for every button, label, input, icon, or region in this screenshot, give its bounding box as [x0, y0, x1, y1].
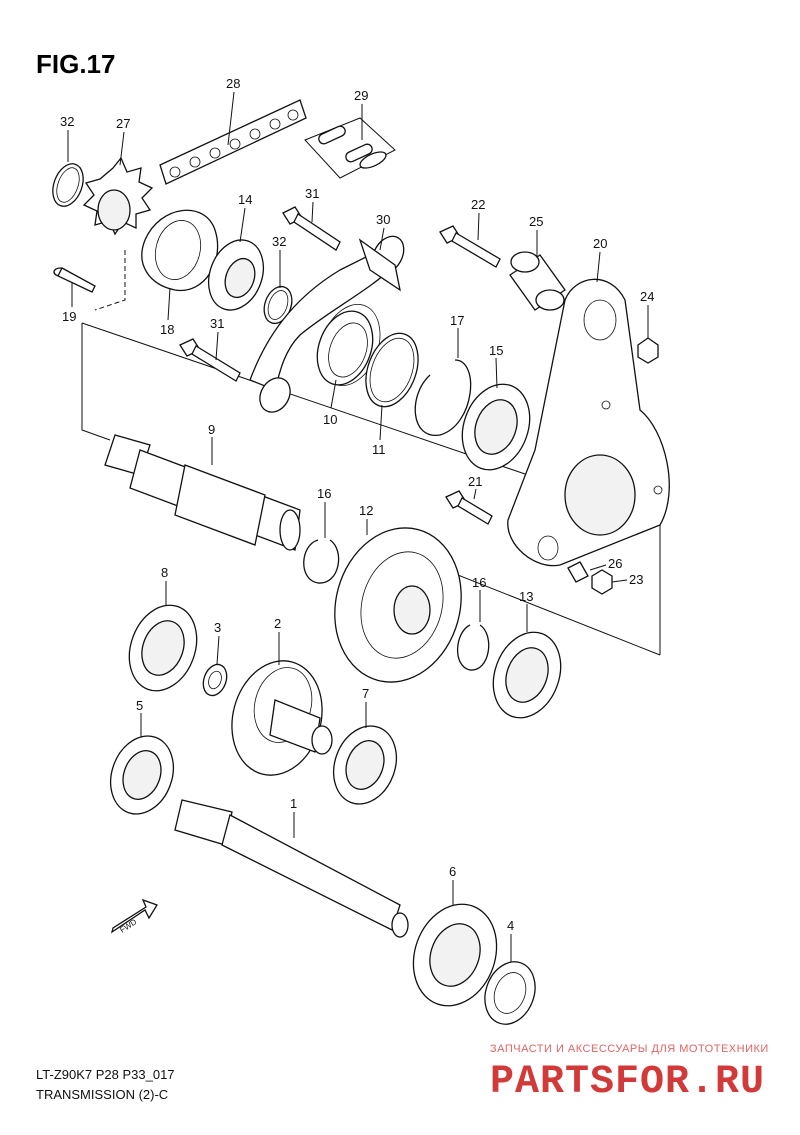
ball-bearing-part — [461, 383, 531, 471]
snap-ring-part — [414, 359, 472, 436]
countershaft-part — [104, 434, 301, 551]
callout-2: 2 — [274, 616, 281, 631]
section-title: TRANSMISSION (2)-C — [36, 1087, 168, 1102]
arm-bracket-part — [249, 235, 405, 413]
callout-1: 1 — [290, 796, 297, 811]
callout-25: 25 — [529, 214, 543, 229]
callout-7: 7 — [362, 686, 369, 701]
ball-bearing-part-4 — [333, 725, 397, 805]
callout-12: 12 — [359, 503, 373, 518]
bearing-ring-part — [316, 310, 374, 386]
o-ring-part — [365, 332, 419, 408]
callout-20: 20 — [593, 236, 607, 251]
chain-joint-part — [304, 117, 396, 179]
callout-32b: 32 — [272, 234, 286, 249]
figure-title: FIG.17 — [36, 49, 115, 79]
callout-18: 18 — [160, 322, 174, 337]
ball-bearing-part-5 — [110, 735, 174, 815]
circlip-part — [52, 163, 84, 207]
callout-3: 3 — [214, 620, 221, 635]
spacer-part — [567, 561, 589, 583]
gear-part — [231, 660, 333, 776]
ball-bearing-part-3 — [128, 604, 198, 692]
ball-bearing-part-2 — [492, 631, 562, 719]
collar-part — [509, 251, 566, 311]
oil-seal-part-2 — [484, 961, 536, 1025]
nut-part-2 — [591, 569, 613, 595]
nut-part — [637, 337, 659, 364]
callout-21: 21 — [468, 474, 482, 489]
sprocket-part — [82, 156, 154, 236]
callout-31b: 31 — [210, 316, 224, 331]
callout-6: 6 — [449, 864, 456, 879]
callout-11: 11 — [372, 442, 386, 457]
watermark-tagline: ЗАПЧАСТИ И АКСЕССУАРЫ ДЛЯ МОТОТЕХНИКИ — [490, 1043, 769, 1055]
watermark: ЗАПЧАСТИ И АКСЕССУАРЫ ДЛЯ МОТОТЕХНИКИ PA… — [490, 1043, 769, 1105]
callout-13: 13 — [519, 589, 533, 604]
callout-17: 17 — [450, 313, 464, 328]
bolt-part-4 — [445, 490, 493, 525]
main-shaft-part — [174, 799, 409, 938]
washer-part — [202, 663, 228, 697]
bracket-housing-part — [507, 278, 670, 567]
oil-seal-part — [207, 239, 265, 311]
circlip-part-4 — [457, 624, 490, 671]
diagram-code: LT-Z90K7 P28 P33_017 — [36, 1067, 175, 1082]
bolt-part — [282, 206, 341, 251]
callout-15: 15 — [489, 343, 503, 358]
watermark-brand: PARTSFOR.RU — [490, 1060, 765, 1105]
driven-gear-part — [334, 527, 462, 683]
screw-part — [53, 267, 96, 293]
sprocket-cover-part — [141, 209, 219, 292]
callout-30: 30 — [376, 212, 390, 227]
callout-9: 9 — [208, 422, 215, 437]
callout-27: 27 — [116, 116, 130, 131]
callout-26: 26 — [608, 556, 622, 571]
bolt-part-2 — [179, 338, 241, 382]
callout-4: 4 — [507, 918, 514, 933]
drive-chain-part — [159, 99, 307, 185]
callout-32a: 32 — [60, 114, 74, 129]
callout-31a: 31 — [305, 186, 319, 201]
forward-arrow-icon: FWD — [110, 898, 158, 935]
callout-24: 24 — [640, 289, 654, 304]
callout-14: 14 — [238, 192, 252, 207]
leader-lines — [67, 91, 649, 962]
callout-5: 5 — [136, 698, 143, 713]
bolt-part-3 — [439, 225, 501, 268]
fwd-label: FWD — [118, 917, 138, 935]
callout-23: 23 — [629, 572, 643, 587]
callout-19: 19 — [62, 309, 76, 324]
circlip-part-2 — [263, 285, 293, 325]
callout-16b: 16 — [472, 575, 486, 590]
callout-10: 10 — [323, 412, 337, 427]
callout-29: 29 — [354, 88, 368, 103]
callout-28: 28 — [226, 76, 240, 91]
circlip-part-3 — [303, 539, 340, 584]
callout-16a: 16 — [317, 486, 331, 501]
ball-bearing-part-6 — [412, 903, 498, 1007]
callout-labels: 32 27 28 29 19 18 14 32 31 31 30 10 11 1… — [60, 76, 654, 933]
callout-22: 22 — [471, 197, 485, 212]
callout-8: 8 — [161, 565, 168, 580]
